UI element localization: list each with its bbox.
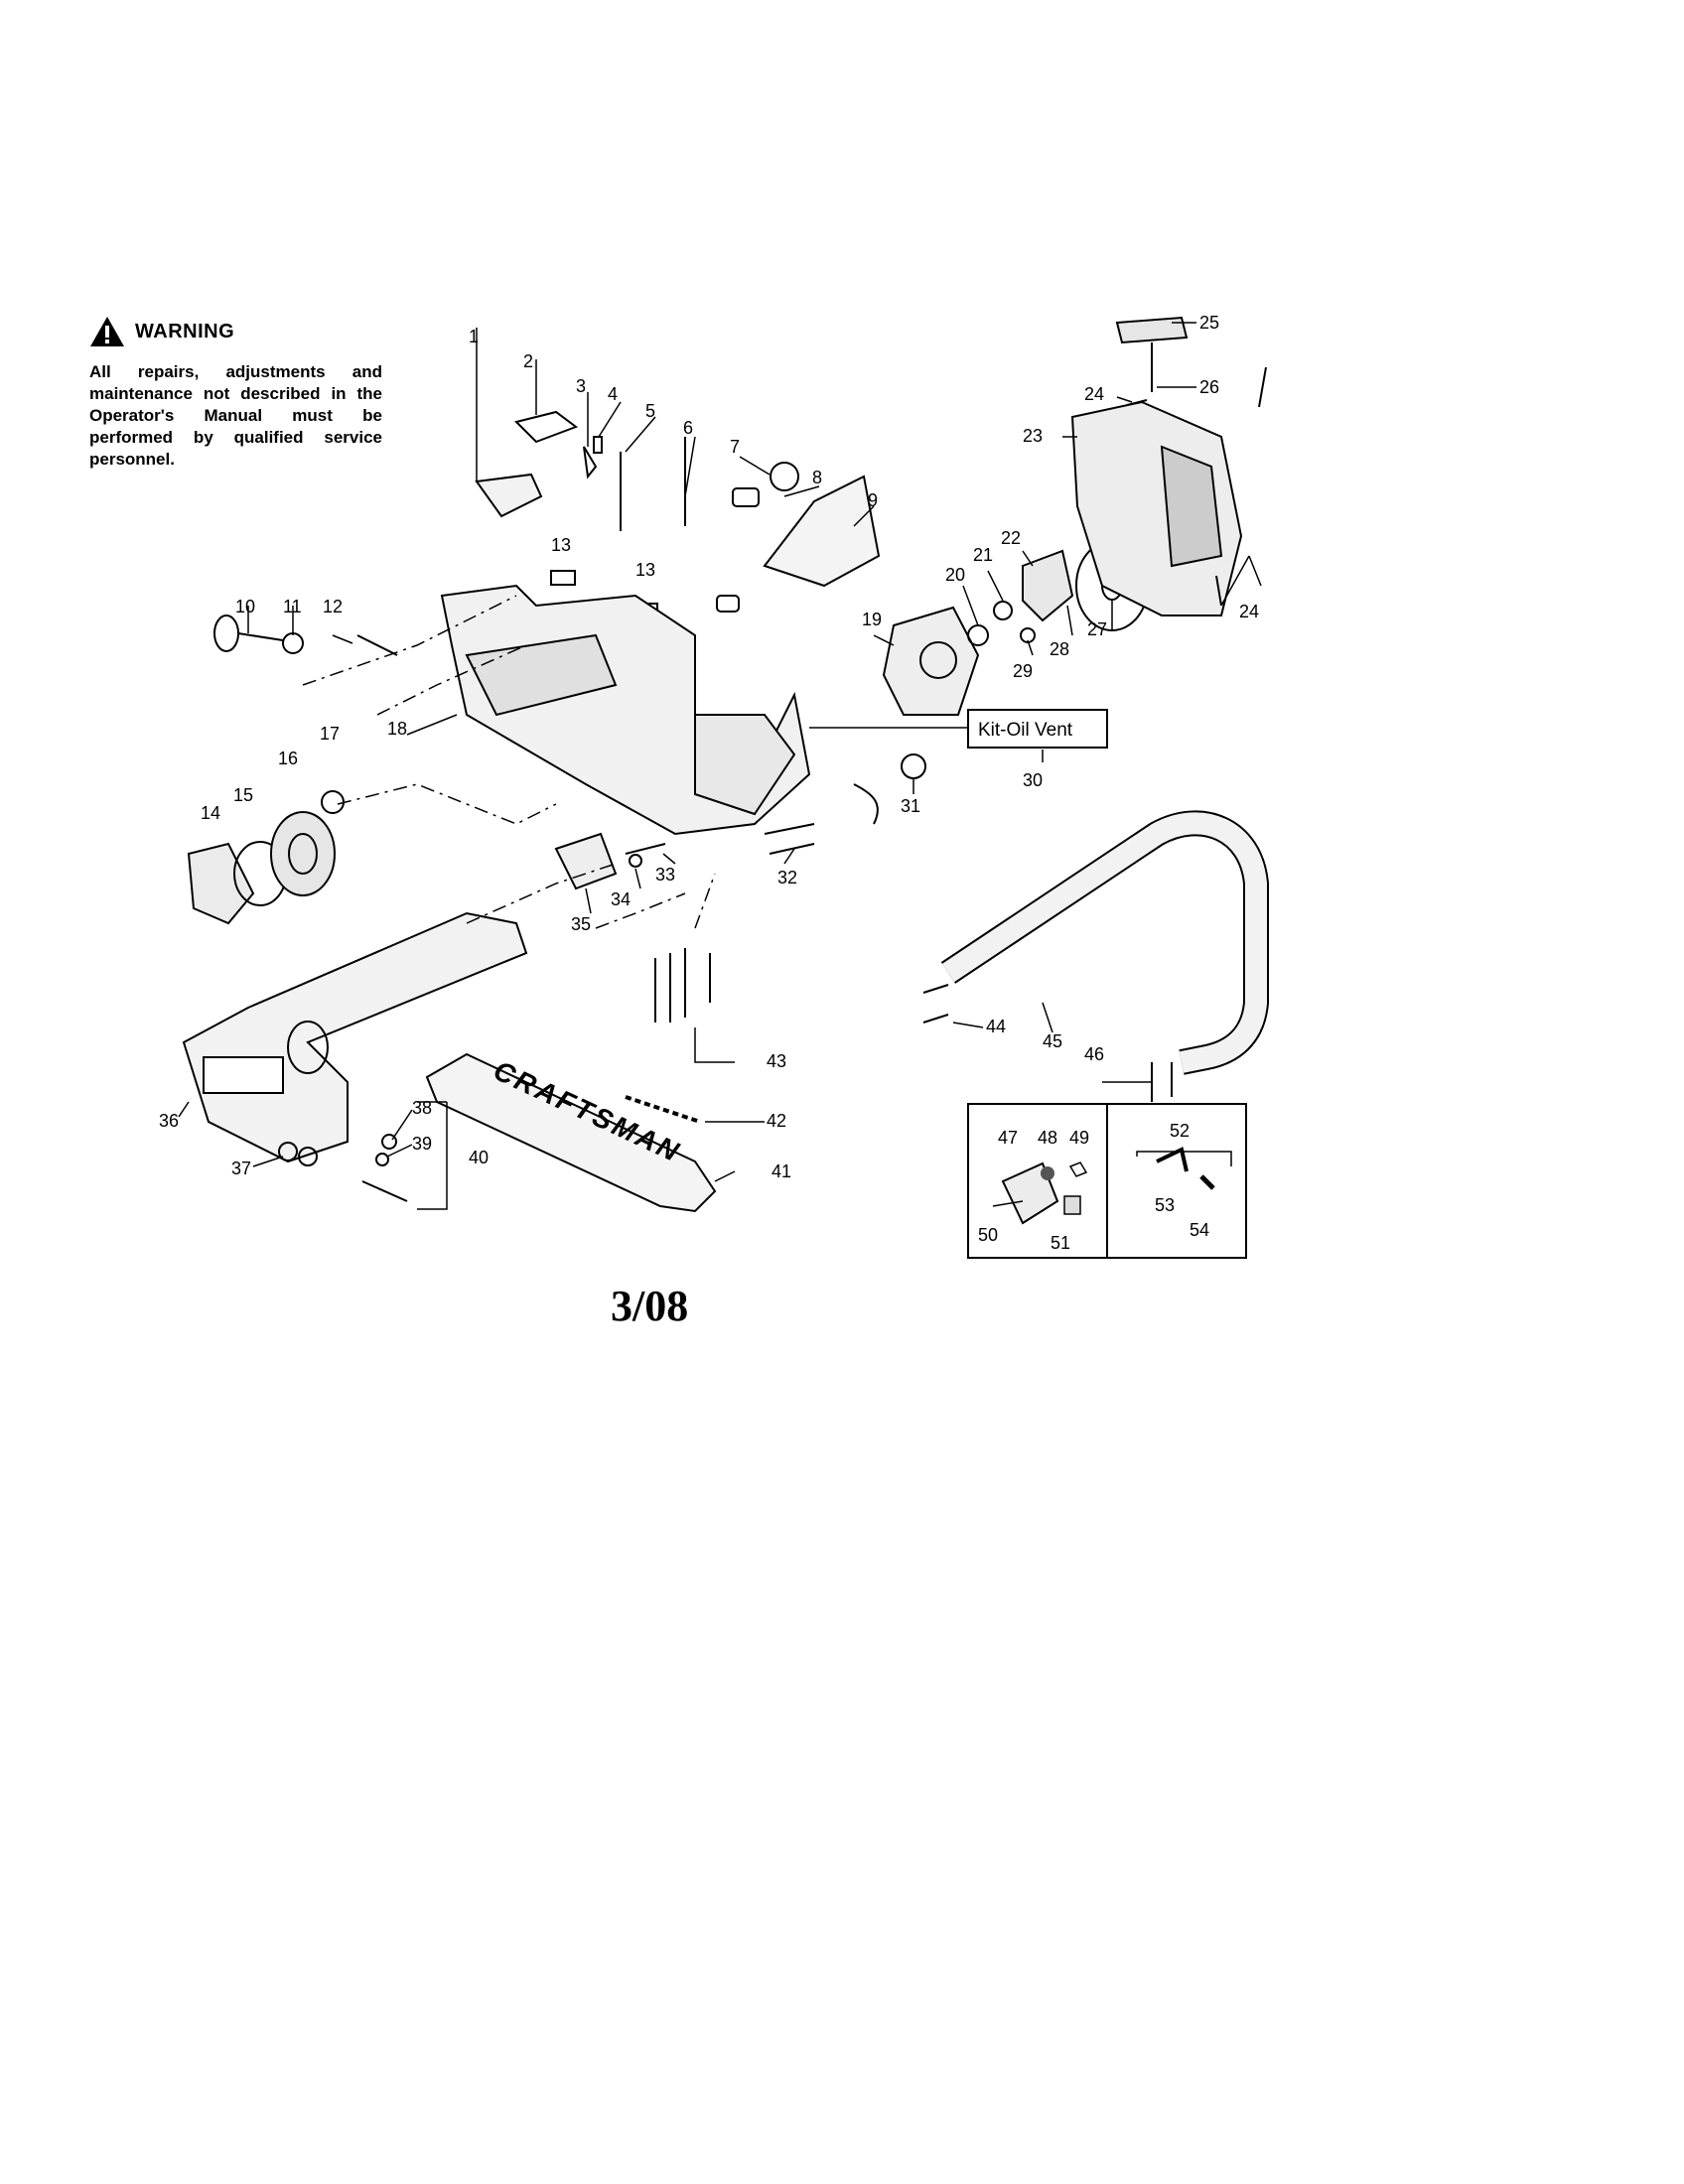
callout-number: 36 [159,1111,179,1131]
warning-header: WARNING [89,316,382,347]
callout-number: 2 [523,351,533,371]
callout-number: 22 [1001,528,1021,548]
kit-oil-vent-label: Kit-Oil Vent [978,720,1073,741]
callout-number: 41 [772,1161,791,1181]
callout-number: 43 [767,1051,786,1071]
callout-number: 48 [1038,1128,1057,1148]
callout-number: 13 [635,560,655,580]
callout-number: 15 [233,785,253,805]
callout-number: 4 [608,384,618,404]
callout-number: 24 [1239,602,1259,621]
callout-number: 19 [862,610,882,629]
callout-number: 35 [571,914,591,934]
callout-numbers: 1 2 3 4 5 6 7 8 9 10 11 12 13 13 14 15 1… [159,313,1259,1253]
warning-title: WARNING [135,320,235,342]
leader-assembly-lines [302,595,716,929]
callout-number: 50 [978,1225,998,1245]
callout-number: 40 [469,1148,489,1167]
callout-number: 53 [1155,1195,1175,1215]
leader-lines [178,322,1262,1210]
callout-number: 38 [412,1098,432,1118]
callout-number: 26 [1199,377,1219,397]
callout-number: 34 [611,889,631,909]
callout-number: 25 [1199,313,1219,333]
callout-number: 51 [1051,1233,1070,1253]
callout-number: 46 [1084,1044,1104,1064]
callout-number: 8 [812,468,822,487]
callout-number: 30 [1023,770,1043,790]
callout-number: 18 [387,719,407,739]
callout-number: 37 [231,1159,251,1178]
callout-number: 33 [655,865,675,885]
callout-number: 42 [767,1111,786,1131]
callout-number: 6 [683,418,693,438]
callout-number: 24 [1084,384,1104,404]
callout-number: 39 [412,1134,432,1154]
callout-number: 5 [645,401,655,421]
callout-number: 13 [551,535,571,555]
callout-number: 49 [1069,1128,1089,1148]
callout-number: 45 [1043,1031,1062,1051]
callout-number: 17 [320,724,340,744]
part-drawings [182,316,1269,1213]
callout-number: 16 [278,749,298,768]
callout-number: 47 [998,1128,1018,1148]
callout-number: 52 [1170,1121,1190,1141]
callout-number: 28 [1050,639,1069,659]
warning-block: WARNING All repairs, adjustments and mai… [89,316,382,471]
callout-number: 21 [973,545,993,565]
inset-box [967,1103,1247,1259]
callout-number: 54 [1190,1220,1209,1240]
warning-icon [90,317,124,346]
callout-number: 1 [469,327,479,346]
callout-number: 10 [235,597,255,616]
kit-oil-vent-callout: Kit-Oil Vent [967,709,1108,749]
callout-number: 7 [730,437,740,457]
callout-number: 29 [1013,661,1033,681]
callout-number: 9 [868,490,878,510]
callout-number: 11 [283,597,302,616]
callout-number: 3 [576,376,586,396]
callout-number: 12 [323,597,343,616]
callout-number: 27 [1087,619,1107,639]
warning-text: All repairs, adjustments and maintenance… [89,362,382,469]
callout-number: 20 [945,565,965,585]
date-code: 3/08 [611,1282,689,1330]
callout-number: 14 [201,803,220,823]
callout-number: 32 [777,868,797,887]
callout-number: 23 [1023,426,1043,446]
callout-number: 44 [986,1017,1006,1036]
callout-number: 31 [901,796,920,816]
